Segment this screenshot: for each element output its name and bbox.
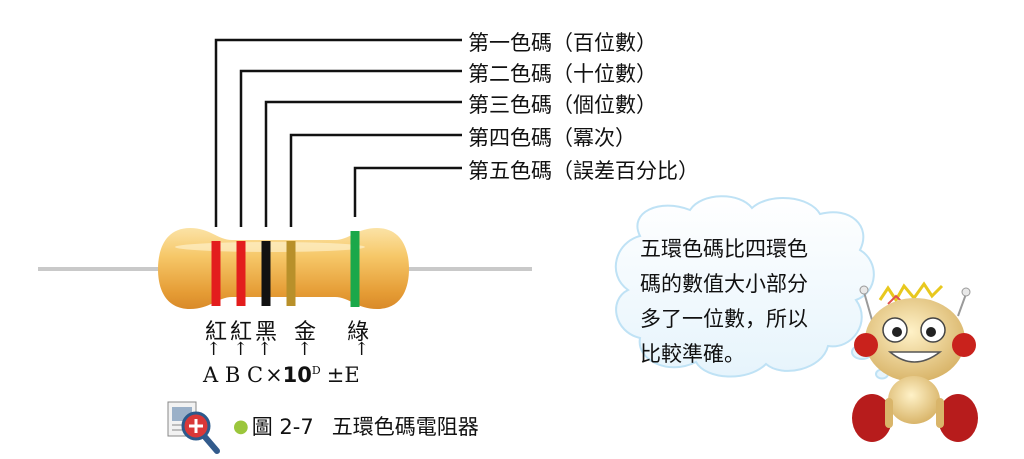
bubble-line-1: 五環色碼比四環色 — [640, 237, 808, 261]
band-label-4: 第四色碼（冪次） — [468, 126, 636, 150]
arrow-c: ↑ — [257, 339, 273, 360]
arrow-b: ↑ — [233, 339, 249, 360]
color-band-2 — [236, 241, 246, 306]
band-label-5: 第五色碼（誤差百分比） — [468, 159, 699, 183]
color-band-3 — [261, 241, 271, 306]
caption-title: 五環色碼電阻器 — [331, 415, 479, 439]
leader-line-3 — [264, 100, 462, 227]
color-name-5: 綠 — [346, 320, 369, 345]
color-name-2: 紅 — [229, 320, 252, 345]
color-name-1: 紅 — [204, 320, 227, 345]
robot-mascot-illustration — [852, 281, 978, 442]
figure-caption: ● 圖 2-7 五環色碼電阻器 — [233, 411, 479, 441]
color-band-5 — [350, 231, 360, 307]
color-bands — [211, 231, 360, 307]
formula-pm: ± — [326, 363, 345, 387]
color-band-4 — [286, 241, 296, 306]
band-label-3: 第三色碼（個位數） — [468, 93, 657, 117]
bubble-text: 五環色碼比四環色 碼的數值大小部分 多了一位數，所以 比較準確。 — [640, 232, 850, 372]
arrow-d: ↑ — [297, 339, 313, 360]
formula-b: B — [224, 363, 241, 387]
bubble-line-4: 比較準確。 — [640, 342, 745, 366]
leader-line-4 — [289, 133, 462, 227]
leader-line-1 — [214, 38, 462, 227]
formula-a: A — [203, 363, 219, 387]
color-name-4: 金 — [293, 320, 316, 345]
magnifier-icon — [167, 401, 220, 454]
band-label-2: 第二色碼（十位數） — [468, 62, 657, 86]
leader-lines — [214, 38, 462, 227]
band-label-1: 第一色碼（百位數） — [468, 31, 657, 55]
resistor-leads — [38, 267, 532, 271]
caption-marker-icon: ● — [233, 415, 249, 437]
formula-e: E — [344, 363, 360, 387]
arrow-a: ↑ — [206, 339, 222, 360]
leader-line-5 — [353, 166, 462, 217]
arrow-e: ↑ — [354, 339, 370, 360]
resistor-body — [158, 228, 409, 309]
caption-prefix: 圖 2-7 — [251, 415, 314, 439]
formula: A B C×10D ±E — [203, 363, 360, 387]
formula-exp: D — [311, 364, 321, 377]
formula-ten: 10 — [282, 363, 312, 387]
color-band-1 — [211, 241, 221, 306]
leader-line-2 — [239, 69, 462, 227]
bubble-line-2: 碼的數值大小部分 — [640, 272, 808, 296]
bubble-line-3: 多了一位數，所以 — [640, 307, 808, 331]
formula-times: × — [265, 363, 283, 387]
formula-c: C — [246, 363, 264, 387]
color-name-3: 黑 — [254, 320, 277, 345]
